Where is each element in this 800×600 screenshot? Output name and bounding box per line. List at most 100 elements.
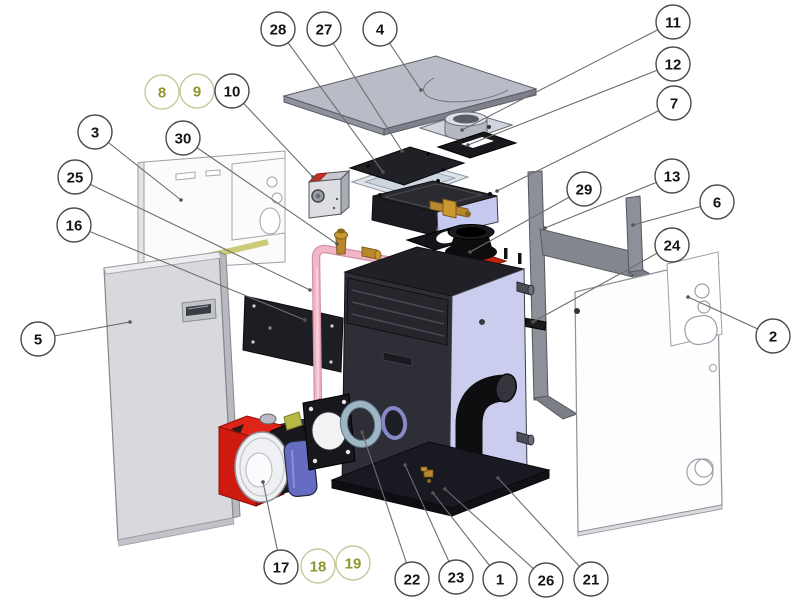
callout-circle <box>699 184 735 220</box>
callout-19: 19 <box>335 545 371 581</box>
callout-12: 12 <box>655 46 691 82</box>
leader-dot-24 <box>531 320 535 324</box>
leader-line-30 <box>182 137 338 245</box>
leader-line-21 <box>497 477 592 580</box>
boiler-body <box>341 224 535 511</box>
leader-dot-10 <box>311 175 315 179</box>
rear-left-side-panel <box>137 150 286 273</box>
callout-circle <box>165 120 201 156</box>
callout-circle <box>528 562 564 598</box>
leader-dot-11 <box>460 128 464 132</box>
callout-30: 30 <box>165 120 201 156</box>
callout-number: 16 <box>66 217 83 234</box>
callout-circle <box>179 73 215 109</box>
callout-2: 2 <box>755 318 791 354</box>
leader-line-3 <box>94 131 182 201</box>
callout-10: 10 <box>214 73 250 109</box>
leader-dot-1 <box>431 491 435 495</box>
leader-dot-25 <box>308 288 312 292</box>
callout-circle <box>214 73 250 109</box>
drain-valve <box>420 466 434 483</box>
callout-4: 4 <box>362 11 398 47</box>
right-side-panel <box>574 251 723 537</box>
callout-number: 30 <box>175 130 192 147</box>
callout-number: 11 <box>665 14 681 31</box>
callout-number: 9 <box>193 83 201 100</box>
leader-dot-27 <box>400 149 404 153</box>
callout-circle <box>438 559 474 595</box>
leader-dot-4 <box>419 88 423 92</box>
callout-number: 21 <box>583 571 600 588</box>
check-valve <box>361 246 382 260</box>
callout-16: 16 <box>56 207 92 243</box>
callout-number: 3 <box>91 124 99 141</box>
callout-number: 8 <box>158 84 166 101</box>
callout-number: 2 <box>769 328 777 345</box>
callout-number: 26 <box>538 572 555 589</box>
callout-circle <box>335 545 371 581</box>
callout-number: 7 <box>670 95 678 112</box>
callout-22: 22 <box>394 561 430 597</box>
leader-line-25 <box>74 176 311 291</box>
callout-number: 24 <box>664 237 681 254</box>
leader-dot-17 <box>261 480 265 484</box>
leader-line-28 <box>277 28 384 173</box>
leader-line-13 <box>544 175 673 229</box>
callout-23: 23 <box>438 559 474 595</box>
callout-number: 19 <box>345 555 362 572</box>
callout-28: 28 <box>260 11 296 47</box>
leader-dot-3 <box>179 198 183 202</box>
callout-number: 1 <box>496 571 504 588</box>
base-plate <box>330 441 551 517</box>
leader-line-10 <box>231 90 314 178</box>
callout-1: 1 <box>482 561 518 597</box>
callout-circle <box>260 11 296 47</box>
callout-13: 13 <box>654 158 690 194</box>
leader-line-7 <box>496 102 675 192</box>
leader-line-11 <box>461 21 674 131</box>
callout-circle <box>755 318 791 354</box>
burner-gasket-ring <box>339 400 383 448</box>
callout-circle <box>306 11 342 47</box>
callout-17: 17 <box>263 549 299 585</box>
callout-number: 4 <box>376 21 385 38</box>
callout-26: 26 <box>528 562 564 598</box>
ignition-unit <box>283 411 303 431</box>
callout-circle <box>144 74 180 110</box>
callout-11: 11 <box>655 4 691 40</box>
leader-dot-21 <box>496 476 500 480</box>
leader-dot-13 <box>543 226 547 230</box>
supply-pipework <box>311 228 393 409</box>
leader-line-27 <box>323 28 403 152</box>
callout-circle <box>77 114 113 150</box>
leader-line-29 <box>469 188 585 253</box>
callout-circle <box>394 561 430 597</box>
leader-line-16 <box>73 224 306 321</box>
callout-21: 21 <box>573 561 609 597</box>
brass-valve <box>429 198 471 219</box>
callout-circle <box>573 561 609 597</box>
callout-circle <box>654 227 690 263</box>
inner-door-plate <box>242 295 344 373</box>
callout-number: 10 <box>224 83 241 100</box>
callout-number: 25 <box>67 169 84 186</box>
leader-dot-26 <box>443 487 447 491</box>
callout-number: 13 <box>664 168 681 185</box>
safety-valve <box>334 228 348 255</box>
front-door-panel <box>103 251 241 547</box>
callout-27: 27 <box>306 11 342 47</box>
callout-circle <box>300 548 336 584</box>
callout-circle <box>482 561 518 597</box>
leader-dot-6 <box>631 223 635 227</box>
callout-circle <box>57 159 93 195</box>
leader-dot-7 <box>495 189 499 193</box>
leader-line-12 <box>467 63 674 146</box>
leader-dot-16 <box>303 318 307 322</box>
leader-line-26 <box>444 488 547 581</box>
leader-dot-23 <box>403 463 407 467</box>
callout-18: 18 <box>300 548 336 584</box>
callout-circle <box>263 549 299 585</box>
